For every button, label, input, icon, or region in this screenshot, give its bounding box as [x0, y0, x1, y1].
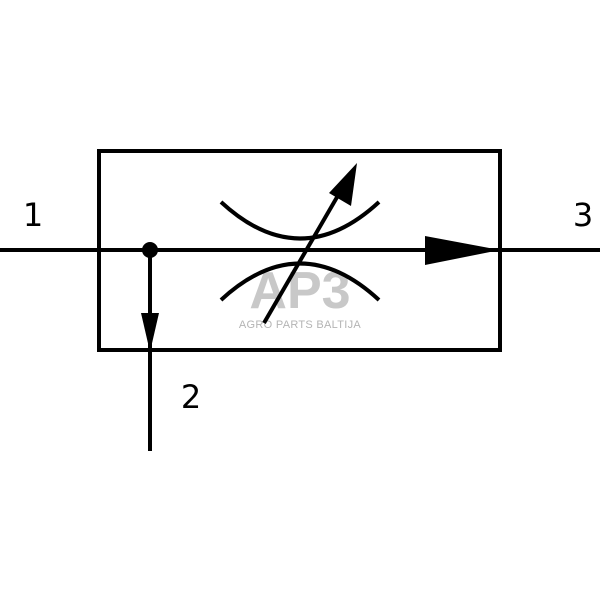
throttle-upper-curve — [219, 200, 381, 241]
adjust-arrow-icon — [329, 163, 357, 206]
flow-arrow-icon — [425, 236, 500, 265]
watermark-text: AGRO PARTS BALTIJA — [239, 319, 362, 331]
adjust-arrow-shaft — [262, 190, 342, 325]
port-2-label: 2 — [181, 378, 201, 416]
port-1-label: 1 — [23, 196, 43, 234]
branch-arrow-icon — [141, 313, 159, 352]
port-3-label: 3 — [573, 196, 593, 234]
